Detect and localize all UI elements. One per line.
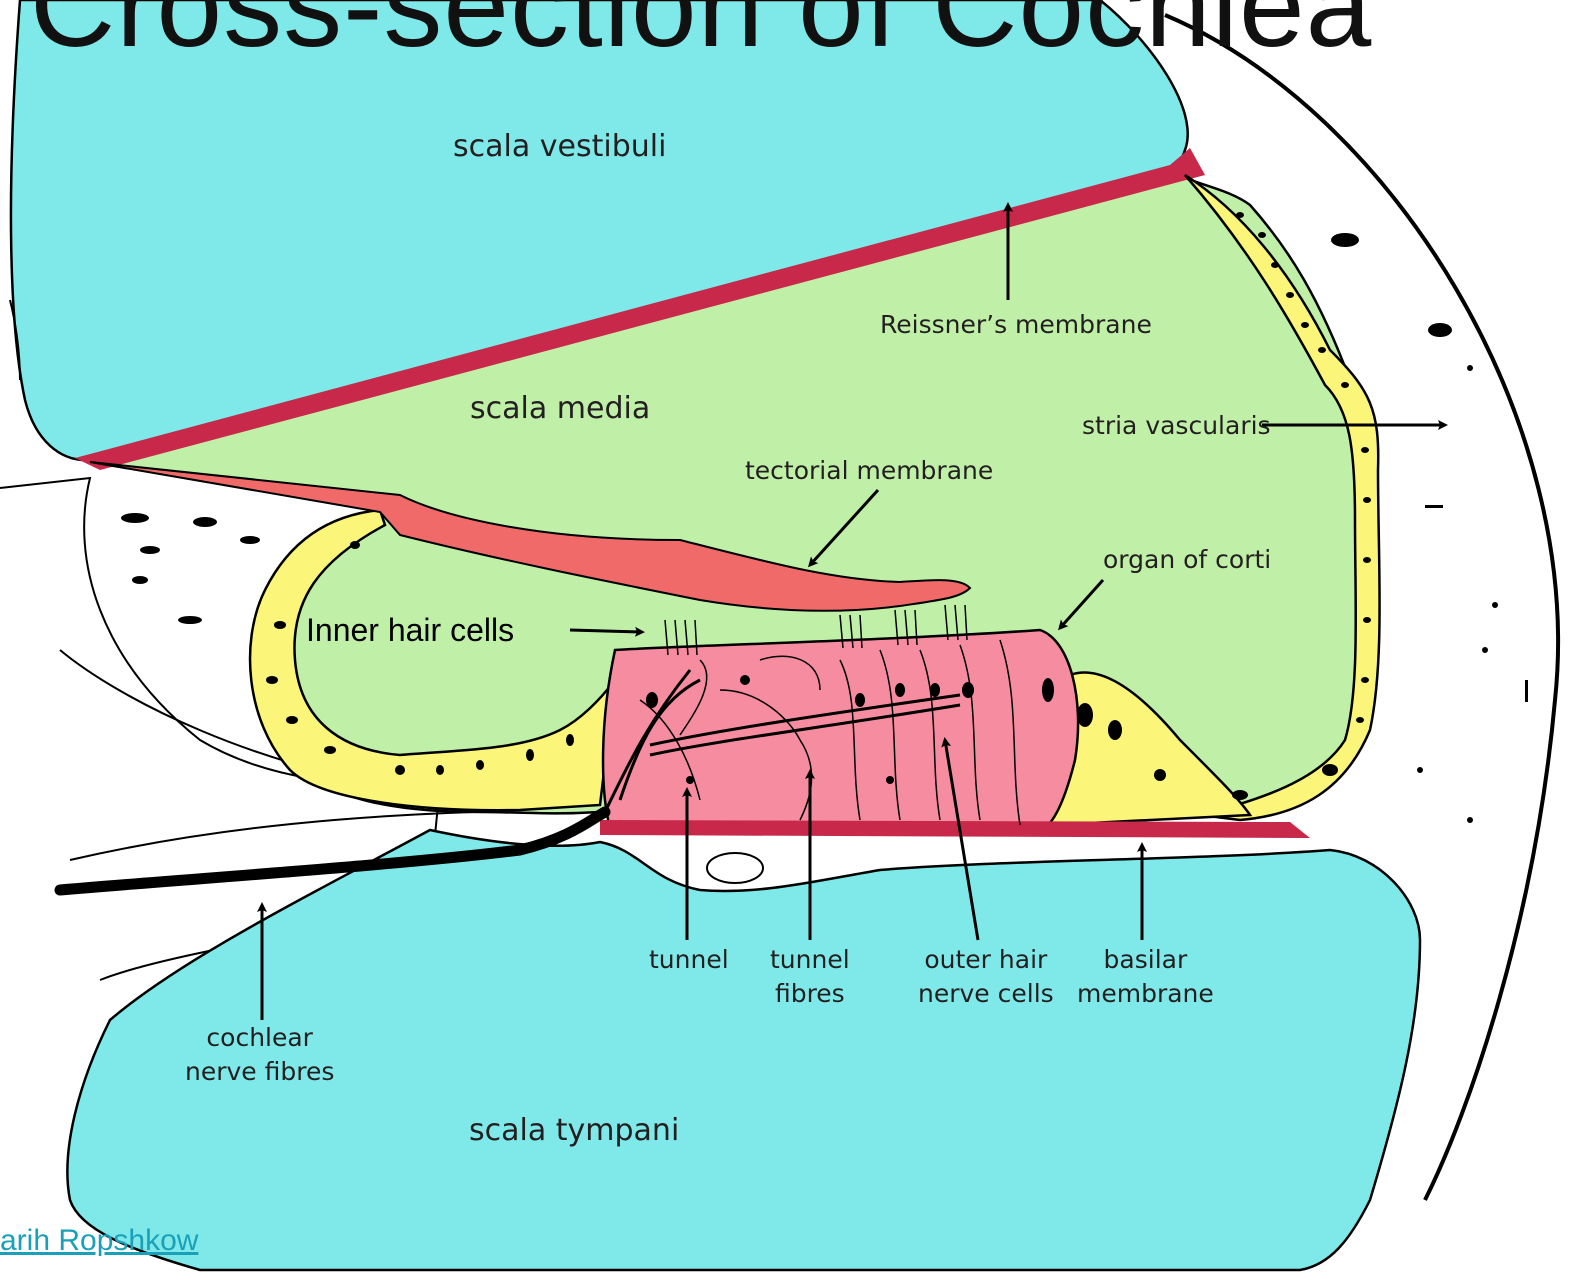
label-scala-media: scala media: [470, 392, 650, 426]
label-tunnel: tunnel: [649, 943, 729, 977]
label-organ-of-corti: organ of corti: [1103, 543, 1271, 577]
label-reissners-membrane: Reissner’s membrane: [880, 308, 1152, 342]
credit-link[interactable]: arih Ropshkow: [0, 1224, 198, 1258]
label-tunnel-fibres: tunnel fibres: [770, 943, 850, 1011]
slide-title: Cross-section of Cochlea: [30, 0, 1372, 74]
label-basilar-membrane: basilar membrane: [1077, 943, 1214, 1011]
label-cochlear-nerve-fibres: cochlear nerve fibres: [185, 1021, 334, 1089]
label-inner-hair-cells: Inner hair cells: [306, 612, 514, 649]
organ-of-corti-shape: [603, 630, 1078, 828]
spiral-vessel: [707, 853, 763, 883]
label-scala-vestibuli: scala vestibuli: [453, 130, 666, 164]
label-stria-vascularis: stria vascularis: [1082, 409, 1271, 443]
label-tectorial-membrane: tectorial membrane: [745, 454, 993, 488]
basilar-membrane-shape: [600, 820, 1310, 838]
label-outer-hair-nerve-cells: outer hair nerve cells: [918, 943, 1054, 1011]
label-scala-tympani: scala tympani: [469, 1114, 679, 1148]
